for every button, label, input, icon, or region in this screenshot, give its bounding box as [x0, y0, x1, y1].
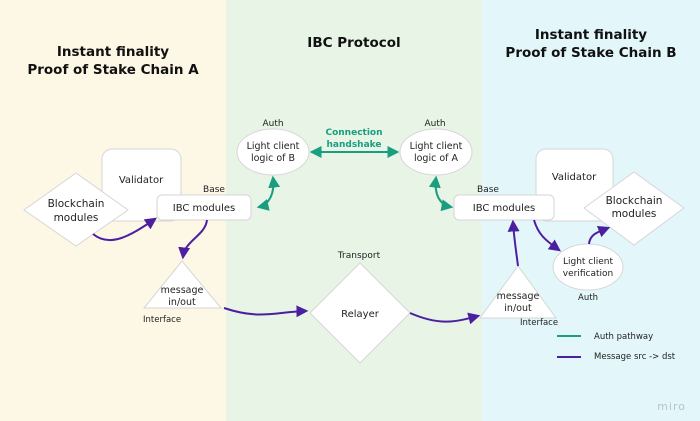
legend-auth-label: Auth pathway — [594, 332, 653, 342]
chain-a-title-line1: Instant finality — [56, 44, 170, 60]
chain-b-message-label-1: message — [497, 291, 540, 302]
transport-label: Transport — [337, 251, 381, 261]
chain-b-interface-label: Interface — [520, 318, 558, 328]
chain-a-blockchain-modules-diamond — [23, 172, 129, 247]
handshake-label-2: handshake — [326, 140, 381, 150]
chain-b-auth-label: Auth — [578, 293, 598, 303]
chain-b-ibc-modules-box — [453, 194, 555, 221]
arrow-relayer-to-message-b — [409, 312, 481, 325]
arrow-ibc-a-to-message — [178, 219, 208, 260]
light-client-b-label-1: Light client — [247, 141, 300, 152]
light-client-a-label-1: Light client — [410, 141, 463, 152]
chain-a-title: Instant finality Proof of Stake Chain A — [0, 43, 226, 79]
chain-b-message-label-2: in/out — [504, 303, 532, 314]
chain-a-blockchain-modules-label-1: Blockchain — [48, 198, 105, 210]
legend-message-label: Message src -> dst — [594, 352, 676, 362]
light-client-b-label-2: logic of B — [251, 153, 295, 164]
verification-label-1: Light client — [563, 257, 614, 267]
chain-a-message-label-1: message — [161, 285, 204, 296]
chain-a-blockchain-modules-label-2: modules — [54, 212, 99, 224]
relayer-diamond — [309, 262, 411, 364]
arrow-verification-to-blockchain-b — [588, 225, 611, 245]
chain-b-base-label: Base — [477, 185, 499, 195]
chain-b-message-triangle — [479, 265, 557, 319]
light-client-verification-ellipse — [552, 243, 624, 291]
chain-a-validator-label: Validator — [119, 175, 164, 186]
chain-b-title: Instant finality Proof of Stake Chain B — [482, 26, 700, 62]
chain-a-ibc-modules-box — [156, 194, 252, 221]
light-client-a-ellipse — [399, 128, 473, 176]
chain-b-title-line2: Proof of Stake Chain B — [505, 45, 677, 61]
chain-b-blockchain-modules-label-1: Blockchain — [606, 195, 663, 207]
chain-a-message-triangle — [142, 260, 223, 309]
auth-arrow-ibc-b — [428, 175, 454, 212]
arrow-message-b-to-ibc-b — [507, 219, 520, 267]
chain-a-interface-label: Interface — [143, 315, 181, 325]
auth-label-left: Auth — [262, 119, 283, 129]
relayer-label: Relayer — [341, 309, 380, 320]
chain-a-base-label: Base — [203, 185, 225, 195]
ibc-title: IBC Protocol — [226, 34, 482, 52]
arrow-blockchain-to-ibc-a — [92, 217, 157, 242]
light-client-a-label-2: logic of A — [414, 153, 459, 164]
miro-watermark: miro — [657, 400, 686, 413]
auth-label-right: Auth — [424, 119, 445, 129]
chain-a-ibc-modules-label: IBC modules — [173, 203, 235, 214]
chain-b-blockchain-modules-diamond — [583, 171, 685, 246]
chain-b-blockchain-modules-label-2: modules — [612, 208, 657, 220]
chain-b-validator-label: Validator — [552, 172, 597, 183]
handshake-label-1: Connection — [325, 128, 382, 138]
chain-b-ibc-modules-label: IBC modules — [473, 203, 535, 214]
auth-arrow-ibc-a — [256, 175, 281, 211]
arrow-ibc-b-to-verification — [533, 219, 561, 252]
verification-label-2: verification — [563, 269, 613, 279]
light-client-b-ellipse — [236, 128, 310, 176]
chain-a-title-line2: Proof of Stake Chain A — [27, 62, 199, 78]
chain-b-title-line1: Instant finality — [534, 27, 648, 43]
ibc-title-text: IBC Protocol — [307, 35, 401, 51]
arrow-message-to-relayer — [223, 305, 309, 318]
chain-a-message-label-2: in/out — [168, 297, 196, 308]
